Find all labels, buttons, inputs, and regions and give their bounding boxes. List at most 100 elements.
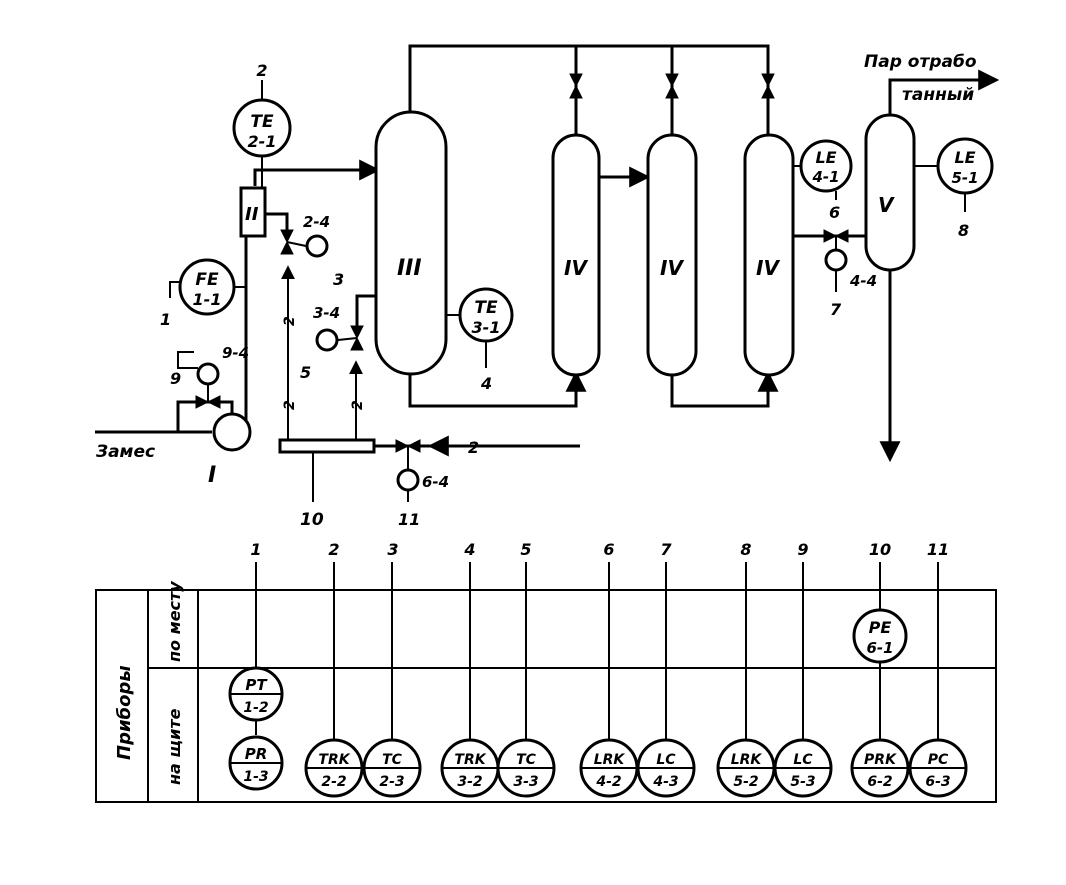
- panel-instrument-TC-2-3: TC 2-3: [362, 738, 422, 798]
- table-column-numbers: 1 2 3 4 5 6 7 8 9 10 11: [250, 540, 949, 559]
- line-code-2-a: 2: [282, 316, 298, 326]
- panel-instrument-tag: LRK: [731, 752, 763, 768]
- instrument-PE-6-1-tag: PE: [869, 618, 892, 637]
- column-number: 6: [603, 540, 614, 559]
- instrument-TE-3-1-num: 3-1: [472, 318, 501, 337]
- top-manifold-line: [408, 44, 770, 140]
- panel-instrument-num: 2-3: [379, 774, 404, 790]
- separator-label: V: [878, 193, 895, 217]
- line-code-2-header: 2: [468, 438, 479, 457]
- panel-instrument-tag: TC: [516, 752, 537, 768]
- column2-to-column3-line: [670, 370, 779, 408]
- valve-9-4-num: 9-4: [222, 344, 249, 362]
- valve-9-4-ref: 9: [170, 369, 181, 388]
- panel-instrument-num: 1-3: [243, 769, 268, 785]
- column-1: [551, 133, 601, 377]
- instrument-LE-4-1-num: 4-1: [811, 168, 839, 186]
- column-number: 7: [660, 540, 672, 559]
- table-leader-lines: [255, 562, 939, 743]
- column-1-label: IV: [564, 256, 588, 280]
- panel-instrument-num: 1-2: [243, 700, 268, 716]
- panel-instrument-tag: PR: [245, 745, 268, 763]
- instrument-TE-2-1-ref: 2: [256, 61, 267, 80]
- column-number: 2: [328, 540, 339, 559]
- heater: [239, 186, 267, 238]
- instrument-table: Приборы по месту на щите 1 2 3 4 5 6 7 8…: [95, 540, 997, 803]
- panel-instrument-PRK-6-2: PRK 6-2: [850, 738, 910, 798]
- distributor-label: 10: [300, 510, 324, 530]
- reactor-label: III: [397, 256, 422, 281]
- reactor-to-column-line: [408, 370, 587, 408]
- panel-instrument-TC-3-3: TC 3-3: [496, 738, 556, 798]
- pump: [212, 412, 252, 452]
- valves: [177, 73, 849, 502]
- column-3: [743, 133, 795, 377]
- table-row-local: по месту: [165, 581, 184, 662]
- panel-instruments: PT 1-2 PR 1-3 TRK 2-2 TC 2-3: [228, 666, 968, 798]
- steam-out-label-1: Пар отрабо: [864, 52, 977, 72]
- instrument-TE-2-1-tag: TE: [250, 112, 274, 132]
- panel-instrument-num: 3-3: [513, 774, 538, 790]
- instrument-TE-2-1-num: 2-1: [248, 132, 277, 151]
- instrument-LE-4-1-tag: LE: [815, 148, 836, 167]
- column-number: 4: [463, 540, 475, 559]
- line-labels: Замес Пар отрабо танный 2 2 2 2: [95, 52, 977, 462]
- panel-instrument-LRK-4-2: LRK 4-2: [579, 738, 639, 798]
- panel-instrument-TRK-2-2: TRK 2-2: [304, 738, 364, 798]
- valve-labels: 2-4 3 3-4 5 9-4 9 4-4 7 6-4 11: [170, 213, 877, 529]
- panel-instrument-LC-5-3: LC 5-3: [773, 738, 833, 798]
- column-number: 10: [869, 540, 891, 559]
- panel-instrument-PR-1-3: PR 1-3: [228, 735, 284, 791]
- panel-instrument-tag: LC: [793, 752, 813, 768]
- field-instruments: TE 2-1 2 FE 1-1 1 TE 3-1 4 LE 4-1 6 LE 5…: [160, 61, 994, 393]
- panel-instrument-tag: TRK: [318, 752, 350, 768]
- separator-vapor-line: [888, 69, 1000, 120]
- valve-4-4-ref: 7: [830, 300, 842, 319]
- instrument-LE-5-1-num: 5-1: [951, 169, 978, 187]
- panel-instrument-PC-6-3: PC 6-3: [908, 738, 968, 798]
- manifold-valve-1: [569, 73, 583, 99]
- column-2: [646, 133, 698, 377]
- instrument-FE-1-1-ref: 1: [160, 310, 171, 329]
- column-number: 9: [797, 540, 808, 559]
- reactor: [374, 110, 448, 376]
- valve-2-4-ref: 3: [333, 270, 344, 289]
- panel-instrument-num: 5-2: [733, 774, 758, 790]
- separator: [864, 113, 916, 272]
- column-number: 11: [927, 540, 949, 559]
- panel-instrument-tag: PC: [928, 752, 949, 768]
- panel-instrument-TRK-3-2: TRK 3-2: [440, 738, 500, 798]
- column-3-label: IV: [756, 256, 780, 280]
- instrument-PE-6-1-num: 6-1: [866, 639, 893, 657]
- actuator-6-4: [396, 468, 420, 492]
- panel-instrument-tag: TRK: [454, 752, 486, 768]
- manifold-valve-2: [665, 73, 679, 99]
- column-number: 3: [387, 540, 398, 559]
- instrument-TE-3-1-tag: TE: [474, 298, 498, 318]
- pipelines: [95, 44, 1000, 463]
- valve-6-4-num: 6-4: [422, 473, 449, 491]
- steam-distributor: [278, 438, 376, 454]
- table-frame: [95, 589, 997, 803]
- pump-label: I: [208, 463, 216, 488]
- heater-to-reactor-line: [253, 159, 381, 186]
- instrument-LE-5-1-ref: 8: [958, 221, 969, 240]
- panel-instrument-LRK-5-2: LRK 5-2: [716, 738, 776, 798]
- table-side-title: Приборы: [114, 665, 135, 760]
- panel-instrument-num: 3-2: [457, 774, 482, 790]
- panel-instrument-tag: TC: [382, 752, 403, 768]
- panel-instrument-num: 6-3: [925, 774, 950, 790]
- panel-instrument-tag: PT: [245, 676, 268, 694]
- panel-instrument-LC-4-3: LC 4-3: [636, 738, 696, 798]
- panel-instrument-num: 4-3: [652, 774, 678, 790]
- valve-4-4-num: 4-4: [849, 272, 877, 290]
- instrument-FE-1-1-tag: FE: [195, 270, 219, 290]
- feed-label: Замес: [95, 442, 155, 462]
- actuator-4-4: [824, 248, 848, 272]
- panel-instrument-num: 4-2: [595, 774, 621, 790]
- valve-2-4-num: 2-4: [303, 213, 330, 231]
- actuator-2-4: [305, 234, 329, 258]
- panel-instrument-num: 5-3: [790, 774, 815, 790]
- instrument-TE-3-1-ref: 4: [480, 374, 492, 393]
- panel-instrument-num: 2-2: [321, 774, 346, 790]
